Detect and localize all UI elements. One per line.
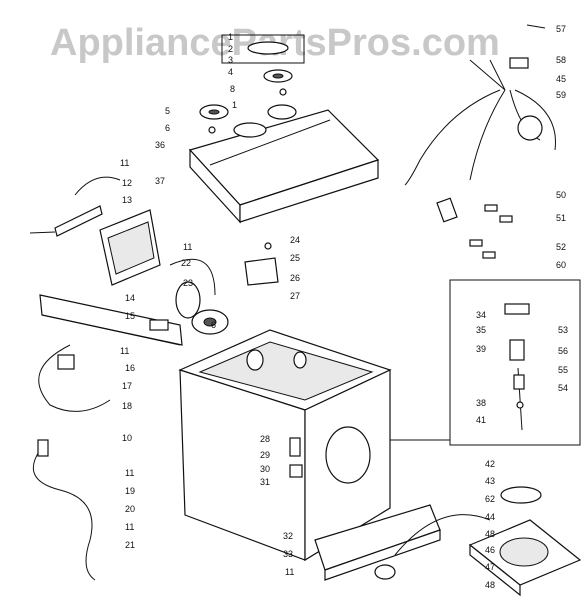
left-bracket-parts [29,176,161,286]
callout-c29: 29 [260,450,270,460]
callout-c14: 14 [125,293,135,303]
callout-c57: 57 [556,24,566,34]
callout-c37: 37 [155,176,165,186]
inset-detail-box [390,279,581,446]
callout-c45: 45 [556,74,566,84]
callout-c11d: 11 [125,468,134,478]
callout-c59: 59 [556,90,566,100]
callout-c42: 42 [485,459,495,469]
main-cabinet [178,329,392,562]
callout-c20: 20 [125,504,135,514]
callout-c46: 46 [485,545,495,555]
callout-c35: 35 [476,325,486,335]
callout-c43: 43 [485,476,495,486]
callout-c26: 26 [290,273,300,283]
callout-c8a: 8 [230,84,235,94]
callout-c12: 12 [122,178,132,188]
callout-c39: 39 [476,344,486,354]
callout-c6b: 6 [211,320,216,330]
wire-harness [404,24,556,186]
callout-c18: 18 [122,401,132,411]
callout-c60: 60 [556,260,566,270]
top-stack-parts [221,34,305,96]
callout-c27: 27 [290,291,300,301]
callout-c62: 62 [485,494,495,504]
callout-c13: 13 [122,195,132,205]
callout-c11f: 11 [285,567,294,577]
callout-c5: 5 [165,106,170,116]
callout-c3: 3 [228,55,233,65]
callout-c47: 47 [485,562,495,572]
callout-c11a: 11 [120,158,129,168]
pump-parts [244,242,279,286]
callout-c10: 10 [122,433,132,443]
callout-c54: 54 [558,383,568,393]
top-cover-assembly [188,104,380,224]
callout-c22: 22 [181,258,191,268]
callout-c53: 53 [558,325,568,335]
callout-c17: 17 [122,381,132,391]
front-panel [39,294,183,346]
callout-c2: 2 [228,44,233,54]
motor-parts [169,258,229,335]
callout-c21: 21 [125,540,135,550]
callout-c48b: 48 [485,580,495,590]
callout-c15: 15 [125,311,135,321]
kick-panel [314,504,441,581]
callout-c1b: 1 [232,100,237,110]
callout-c33: 33 [283,549,293,559]
callout-c30: 30 [260,464,270,474]
callout-c58: 58 [556,55,566,65]
callout-c31: 31 [260,477,270,487]
callout-c19: 19 [125,486,135,496]
small-terminal-parts [436,197,513,259]
callout-c23: 23 [183,278,193,288]
callout-c51: 51 [556,213,566,223]
callout-c4: 4 [228,67,233,77]
callout-c48: 48 [485,529,495,539]
callout-labels: 1234856136371112131122232425262714156111… [120,24,568,590]
callout-c11e: 11 [125,522,134,532]
callout-c28: 28 [260,434,270,444]
callout-c38: 38 [476,398,486,408]
callout-c11b: 11 [183,242,192,252]
callout-c25: 25 [290,253,300,263]
callout-c11c: 11 [120,346,129,356]
base-assembly [374,486,582,597]
callout-c34: 34 [476,310,486,320]
callout-c16: 16 [125,363,135,373]
callout-c44: 44 [485,512,495,522]
callout-c56: 56 [558,346,568,356]
callout-c1: 1 [228,32,233,42]
callout-c55: 55 [558,365,568,375]
callout-c52: 52 [556,242,566,252]
callout-c6: 6 [165,123,170,133]
cord-parts [32,344,111,581]
callout-c41: 41 [476,415,486,425]
callout-c24: 24 [290,235,300,245]
callout-c36: 36 [155,140,165,150]
callout-c32: 32 [283,531,293,541]
callout-c50: 50 [556,190,566,200]
